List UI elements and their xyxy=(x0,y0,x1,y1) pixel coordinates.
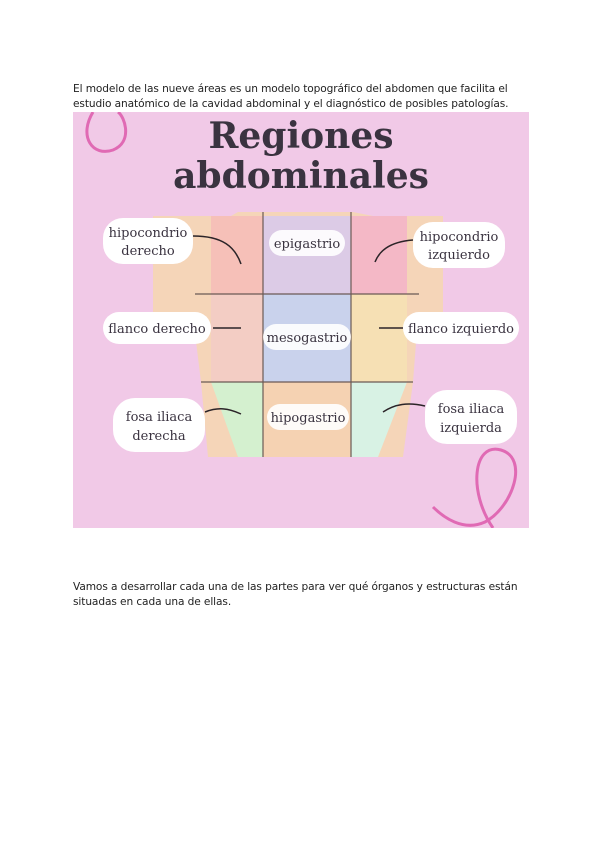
fosa-iliaca-izquierda-label-1: fosa iliaca xyxy=(438,402,505,417)
mesogastrio-label: mesogastrio xyxy=(267,331,348,346)
region-flanco-izquierdo xyxy=(351,294,407,382)
fosa-iliaca-derecha-label-1: fosa iliaca xyxy=(126,410,193,425)
figure-title-line1: Regiones xyxy=(208,115,393,157)
hipocondrio-izquierdo-label-1: hipocondrio xyxy=(420,230,499,245)
figure-title-line2: abdominales xyxy=(173,155,429,197)
epigastrio-label: epigastrio xyxy=(274,237,341,252)
outro-paragraph: Vamos a desarrollar cada una de las part… xyxy=(73,580,533,610)
flanco-derecho-label: flanco derecho xyxy=(108,322,206,337)
region-flanco-derecho xyxy=(211,294,263,382)
fosa-iliaca-derecha-label-2: derecha xyxy=(132,429,186,444)
fosa-iliaca-izquierda-label-2: izquierda xyxy=(440,421,502,436)
hipocondrio-derecho-label-2: derecho xyxy=(121,244,175,259)
hipocondrio-izquierdo-label-2: izquierdo xyxy=(428,248,490,263)
flanco-izquierdo-label: flanco izquierdo xyxy=(408,322,514,337)
intro-paragraph: El modelo de las nueve áreas es un model… xyxy=(73,82,533,112)
hipogastrio-label: hipogastrio xyxy=(271,411,346,426)
hipocondrio-derecho-label-1: hipocondrio xyxy=(109,226,188,241)
abdominal-regions-figure: Regiones abdominales epigastrio mesogast… xyxy=(73,112,529,528)
